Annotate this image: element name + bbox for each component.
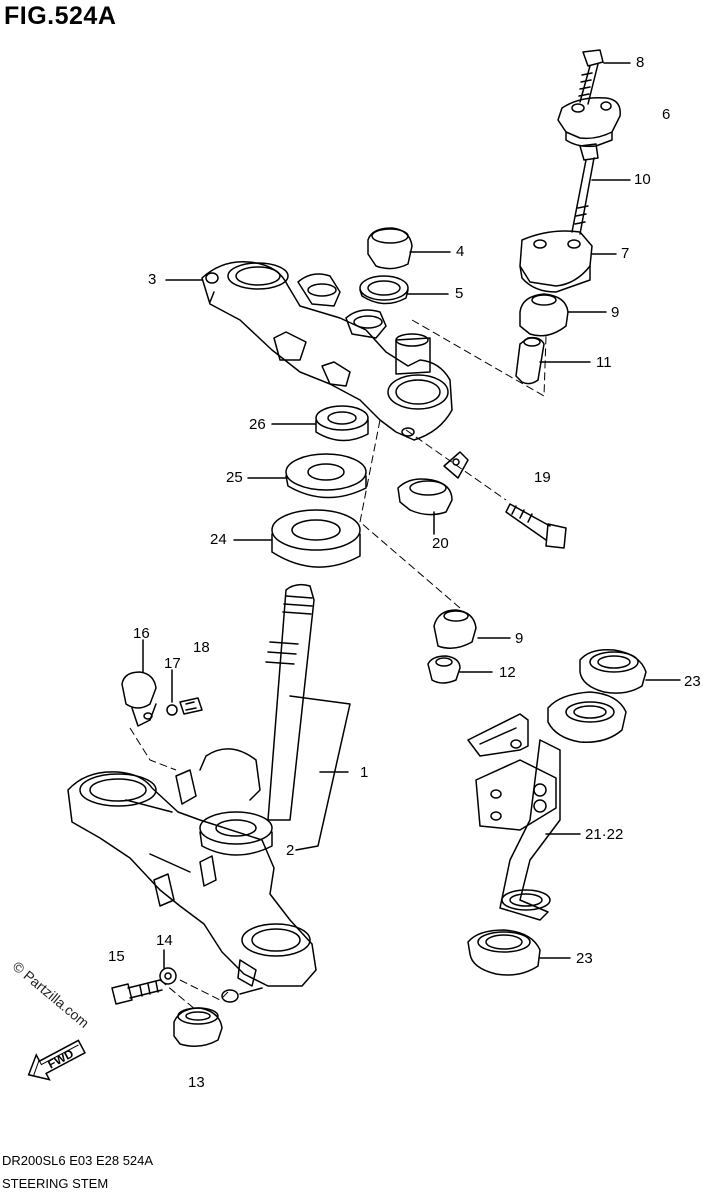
callout-8: 8 [636,54,645,71]
callout-18: 18 [193,639,210,656]
callout-6: 6 [662,106,671,123]
callout-13: 13 [188,1074,205,1091]
part-23-grommet-lower [467,929,541,976]
part-25-washer [285,453,367,499]
part-19-bolt [505,503,567,549]
part-24-bearing [271,509,361,568]
part-26-nut [315,405,369,442]
part-20-grommet [397,478,453,516]
part-18-bolt [179,697,203,715]
callout-1: 1 [360,764,369,781]
callout-15: 15 [108,948,125,965]
callout-9-upper: 9 [611,304,620,321]
fwd-arrow-icon: FWD [27,1039,86,1081]
part-5-ring [359,275,409,305]
figure-name: STEERING STEM [2,1176,109,1191]
callout-9-lower: 9 [515,630,524,647]
part-13-bushing [173,1007,223,1047]
callout-19: 19 [534,469,551,486]
part-2-lower-bearing [199,811,273,856]
callout-20: 20 [432,535,449,552]
callout-4: 4 [456,243,465,260]
callout-21-22: 21·22 [585,826,624,843]
part-11-collar [515,336,545,385]
part-1-steering-stem [199,583,315,821]
callout-23-upper: 23 [684,673,701,690]
callout-10: 10 [634,171,651,188]
figure-title: FIG.524A [4,2,117,30]
callout-11: 11 [596,354,612,371]
part-23-grommet-upper [579,648,647,694]
part-14-washer [159,967,177,985]
part-9-cushion-upper [519,293,569,337]
part-8-bolt [578,49,604,105]
callout-5: 5 [455,285,464,302]
part-7-lower-clamp [519,230,593,293]
callout-23-lower: 23 [576,950,593,967]
callout-3: 3 [148,271,157,288]
part-21-22-bracket [467,691,627,921]
part-3-upper-bracket [201,261,453,441]
part-10-long-bolt [571,143,599,235]
callout-16: 16 [133,625,150,642]
part-4-cap [367,227,413,270]
callout-25: 25 [226,469,243,486]
callout-24: 24 [210,531,227,548]
part-12-nut [427,655,461,684]
callout-17: 17 [164,655,181,672]
callout-2: 2 [286,842,295,859]
part-1-lower-bracket [67,769,317,987]
part-17-washer [166,704,178,716]
part-16-clip [121,671,157,727]
part-9-cushion-lower [433,609,477,649]
figure-code: DR200SL6 E03 E28 524A [2,1153,154,1168]
callout-12: 12 [499,664,516,681]
callout-14: 14 [156,932,173,949]
part-6-upper-clamp [557,96,621,148]
part-15-bolt [111,979,163,1005]
callout-7: 7 [621,245,630,262]
callout-26: 26 [249,416,266,433]
